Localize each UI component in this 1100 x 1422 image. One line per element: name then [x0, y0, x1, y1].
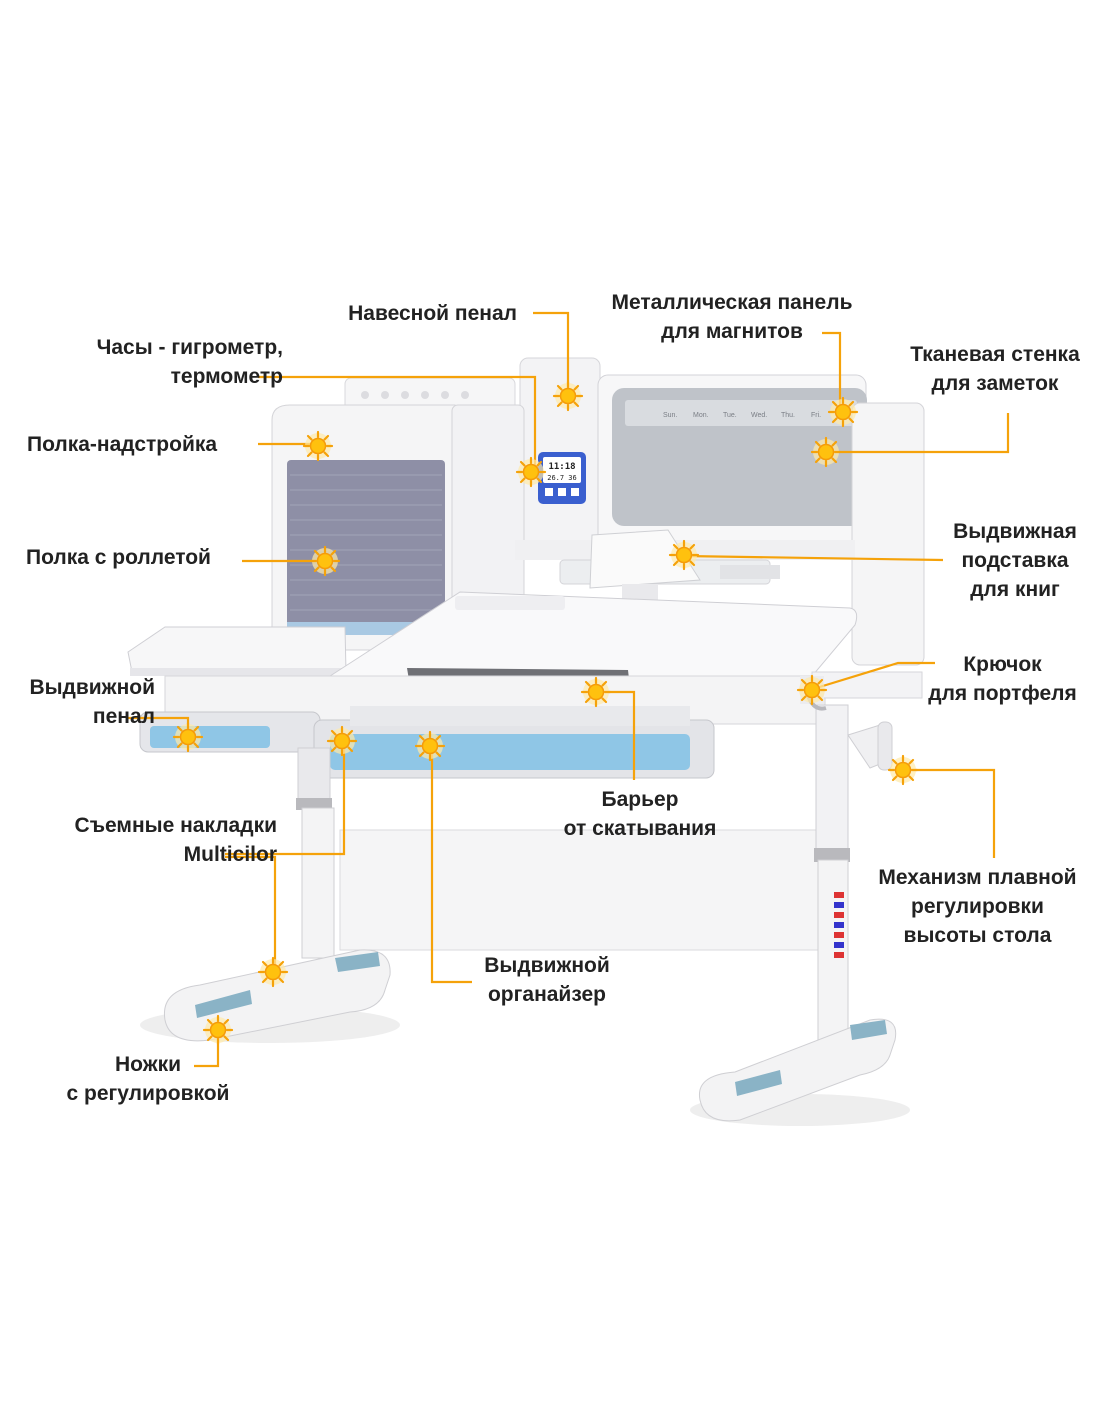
clock-readings: 26.7 36 — [547, 474, 577, 482]
leader-book-stand — [683, 554, 944, 562]
marker-pencil-case — [552, 380, 584, 412]
label-legs: Ножки с регулировкой — [66, 1053, 230, 1105]
crossbar — [339, 829, 826, 951]
marker-magnet-panel — [827, 396, 859, 428]
leader-organizer — [430, 746, 472, 984]
right-leg-lower — [817, 859, 849, 1041]
book-stand — [589, 529, 701, 589]
right-foot — [698, 1018, 897, 1122]
right-hutch-panel — [851, 402, 925, 666]
marker-anti-roll-barrier — [580, 676, 612, 708]
calendar-day: Sun. — [663, 412, 677, 419]
marker-shelf — [302, 430, 334, 462]
label-clock-hygrometer: Часы - гигрометр, термометр — [96, 336, 283, 388]
marker-height-mechanism — [887, 754, 919, 786]
leader-fabric-wall — [826, 413, 1010, 454]
label-drawer-pencil: Выдвижной пенал — [29, 676, 155, 728]
calendar-day: Fri. — [811, 412, 821, 419]
label-book-stand: Выдвижная подставка для книг — [953, 520, 1077, 601]
label-pencil-case: Навесной пенал — [348, 302, 517, 325]
height-scale — [834, 892, 844, 958]
desk-drawing: Sun. Mon. Tue. Wed. Thu. Fri. 11:18 26.7… — [127, 357, 925, 1126]
clock-time: 11:18 — [548, 462, 575, 472]
marker-drawer-pencil — [172, 721, 204, 753]
label-roller-shelf: Полка с роллетой — [26, 546, 211, 569]
leader-clock — [258, 375, 537, 470]
calendar-days: Sun. Mon. Tue. Wed. Thu. Fri. — [663, 412, 821, 419]
right-leg-upper — [815, 704, 849, 854]
label-magnet-panel: Металлическая панель для магнитов — [611, 291, 853, 343]
calendar-strip — [625, 400, 857, 426]
desk-top-left — [127, 626, 347, 673]
roller-shutter — [287, 460, 445, 635]
label-anti-roll-barrier: Барьер от скатывания — [563, 788, 717, 840]
calendar-day: Wed. — [751, 412, 767, 419]
label-shelf: Полка-надстройка — [27, 433, 218, 456]
leader-pencil-case — [533, 311, 570, 395]
leader-removable-pads-2 — [225, 855, 277, 972]
leader-removable-pads — [225, 739, 346, 856]
marker-book-stand — [668, 539, 700, 571]
label-fabric-wall: Тканевая стенка для заметок — [910, 343, 1080, 395]
marker-clock — [515, 456, 547, 488]
calendar-day: Tue. — [723, 412, 737, 419]
calendar-day: Mon. — [693, 412, 709, 419]
left-leg-upper — [297, 747, 331, 804]
marker-legs — [202, 1014, 234, 1046]
marker-bag-hook — [796, 674, 828, 706]
marker-roller-shelf — [309, 545, 341, 577]
label-organizer: Выдвижной органайзер — [484, 954, 610, 1006]
calendar-day: Thu. — [781, 412, 795, 419]
leader-height-mechanism — [902, 768, 996, 858]
marker-fabric-wall — [810, 436, 842, 468]
label-removable-pads: Съемные накладки Multicilor — [74, 814, 277, 866]
leader-bag-hook — [812, 661, 935, 691]
marker-organizer — [414, 730, 446, 762]
label-bag-hook: Крючок для портфеля — [928, 653, 1077, 705]
marker-removable-pads-foot — [257, 956, 289, 988]
left-leg-lower — [301, 807, 335, 959]
marker-removable-pads — [326, 725, 358, 757]
leader-magnet-panel — [822, 331, 842, 411]
label-height-mechanism: Механизм плавной регулировки высоты стол… — [878, 866, 1077, 947]
